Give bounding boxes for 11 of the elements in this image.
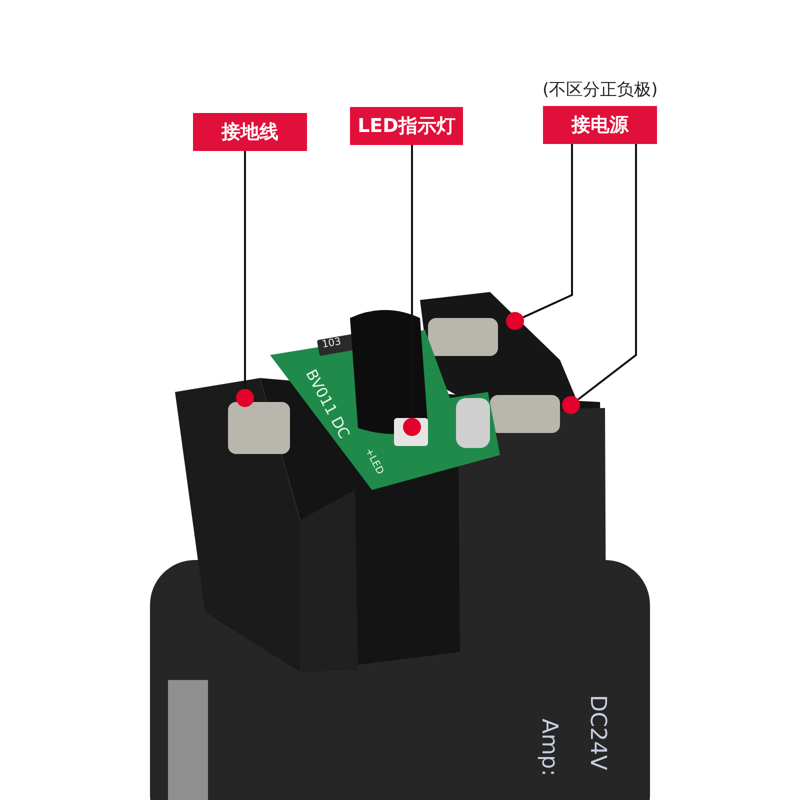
leader-line — [522, 144, 573, 318]
leader-line — [578, 144, 637, 400]
printed-marking: 103 — [321, 336, 342, 351]
label-tag: 接地线 — [193, 113, 307, 151]
note-text: (不区分正负极) — [542, 79, 658, 101]
printed-marking: Amp: — [536, 718, 562, 776]
printed-marking: +LED — [362, 446, 386, 476]
printed-marking: DC24V — [585, 694, 610, 770]
label-tag: LED指示灯 — [350, 107, 463, 145]
label-tag: 接电源 — [543, 106, 657, 144]
leader-line — [244, 151, 246, 389]
